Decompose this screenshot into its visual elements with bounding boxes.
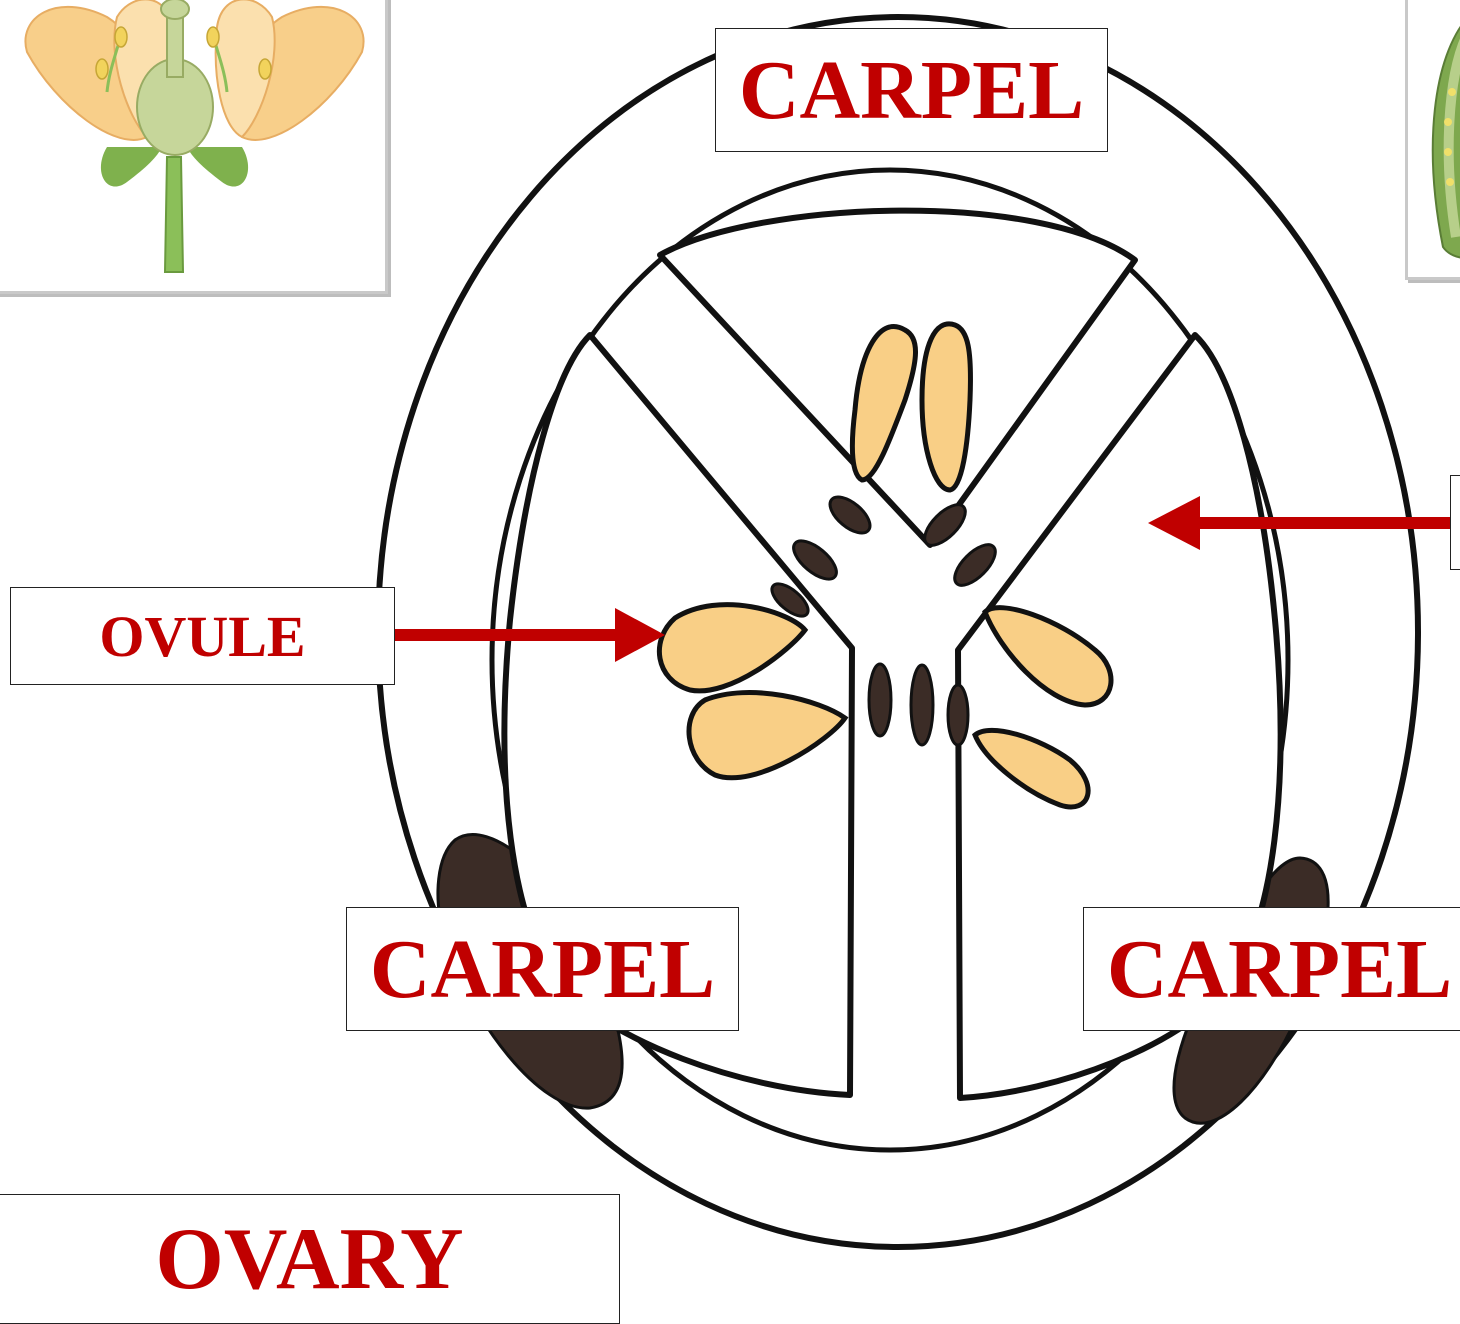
seed-pod-thumbnail [1405, 0, 1460, 280]
ovary-label: OVARY [0, 1194, 620, 1324]
carpel-label-left: CARPEL [346, 907, 739, 1031]
placenta-7 [911, 665, 933, 745]
ovule-label: OVULE [10, 587, 395, 685]
placenta-8 [948, 685, 968, 745]
cropped-label-box [1450, 475, 1460, 570]
carpel-label-right: CARPEL [1083, 907, 1460, 1031]
flower-illustration [0, 0, 388, 294]
carpel-label-top: CARPEL [715, 28, 1108, 152]
flower-thumbnail [0, 0, 388, 294]
seed-pod-illustration [1408, 0, 1460, 280]
ovule-top-2 [922, 324, 970, 490]
placenta-6 [869, 664, 891, 736]
